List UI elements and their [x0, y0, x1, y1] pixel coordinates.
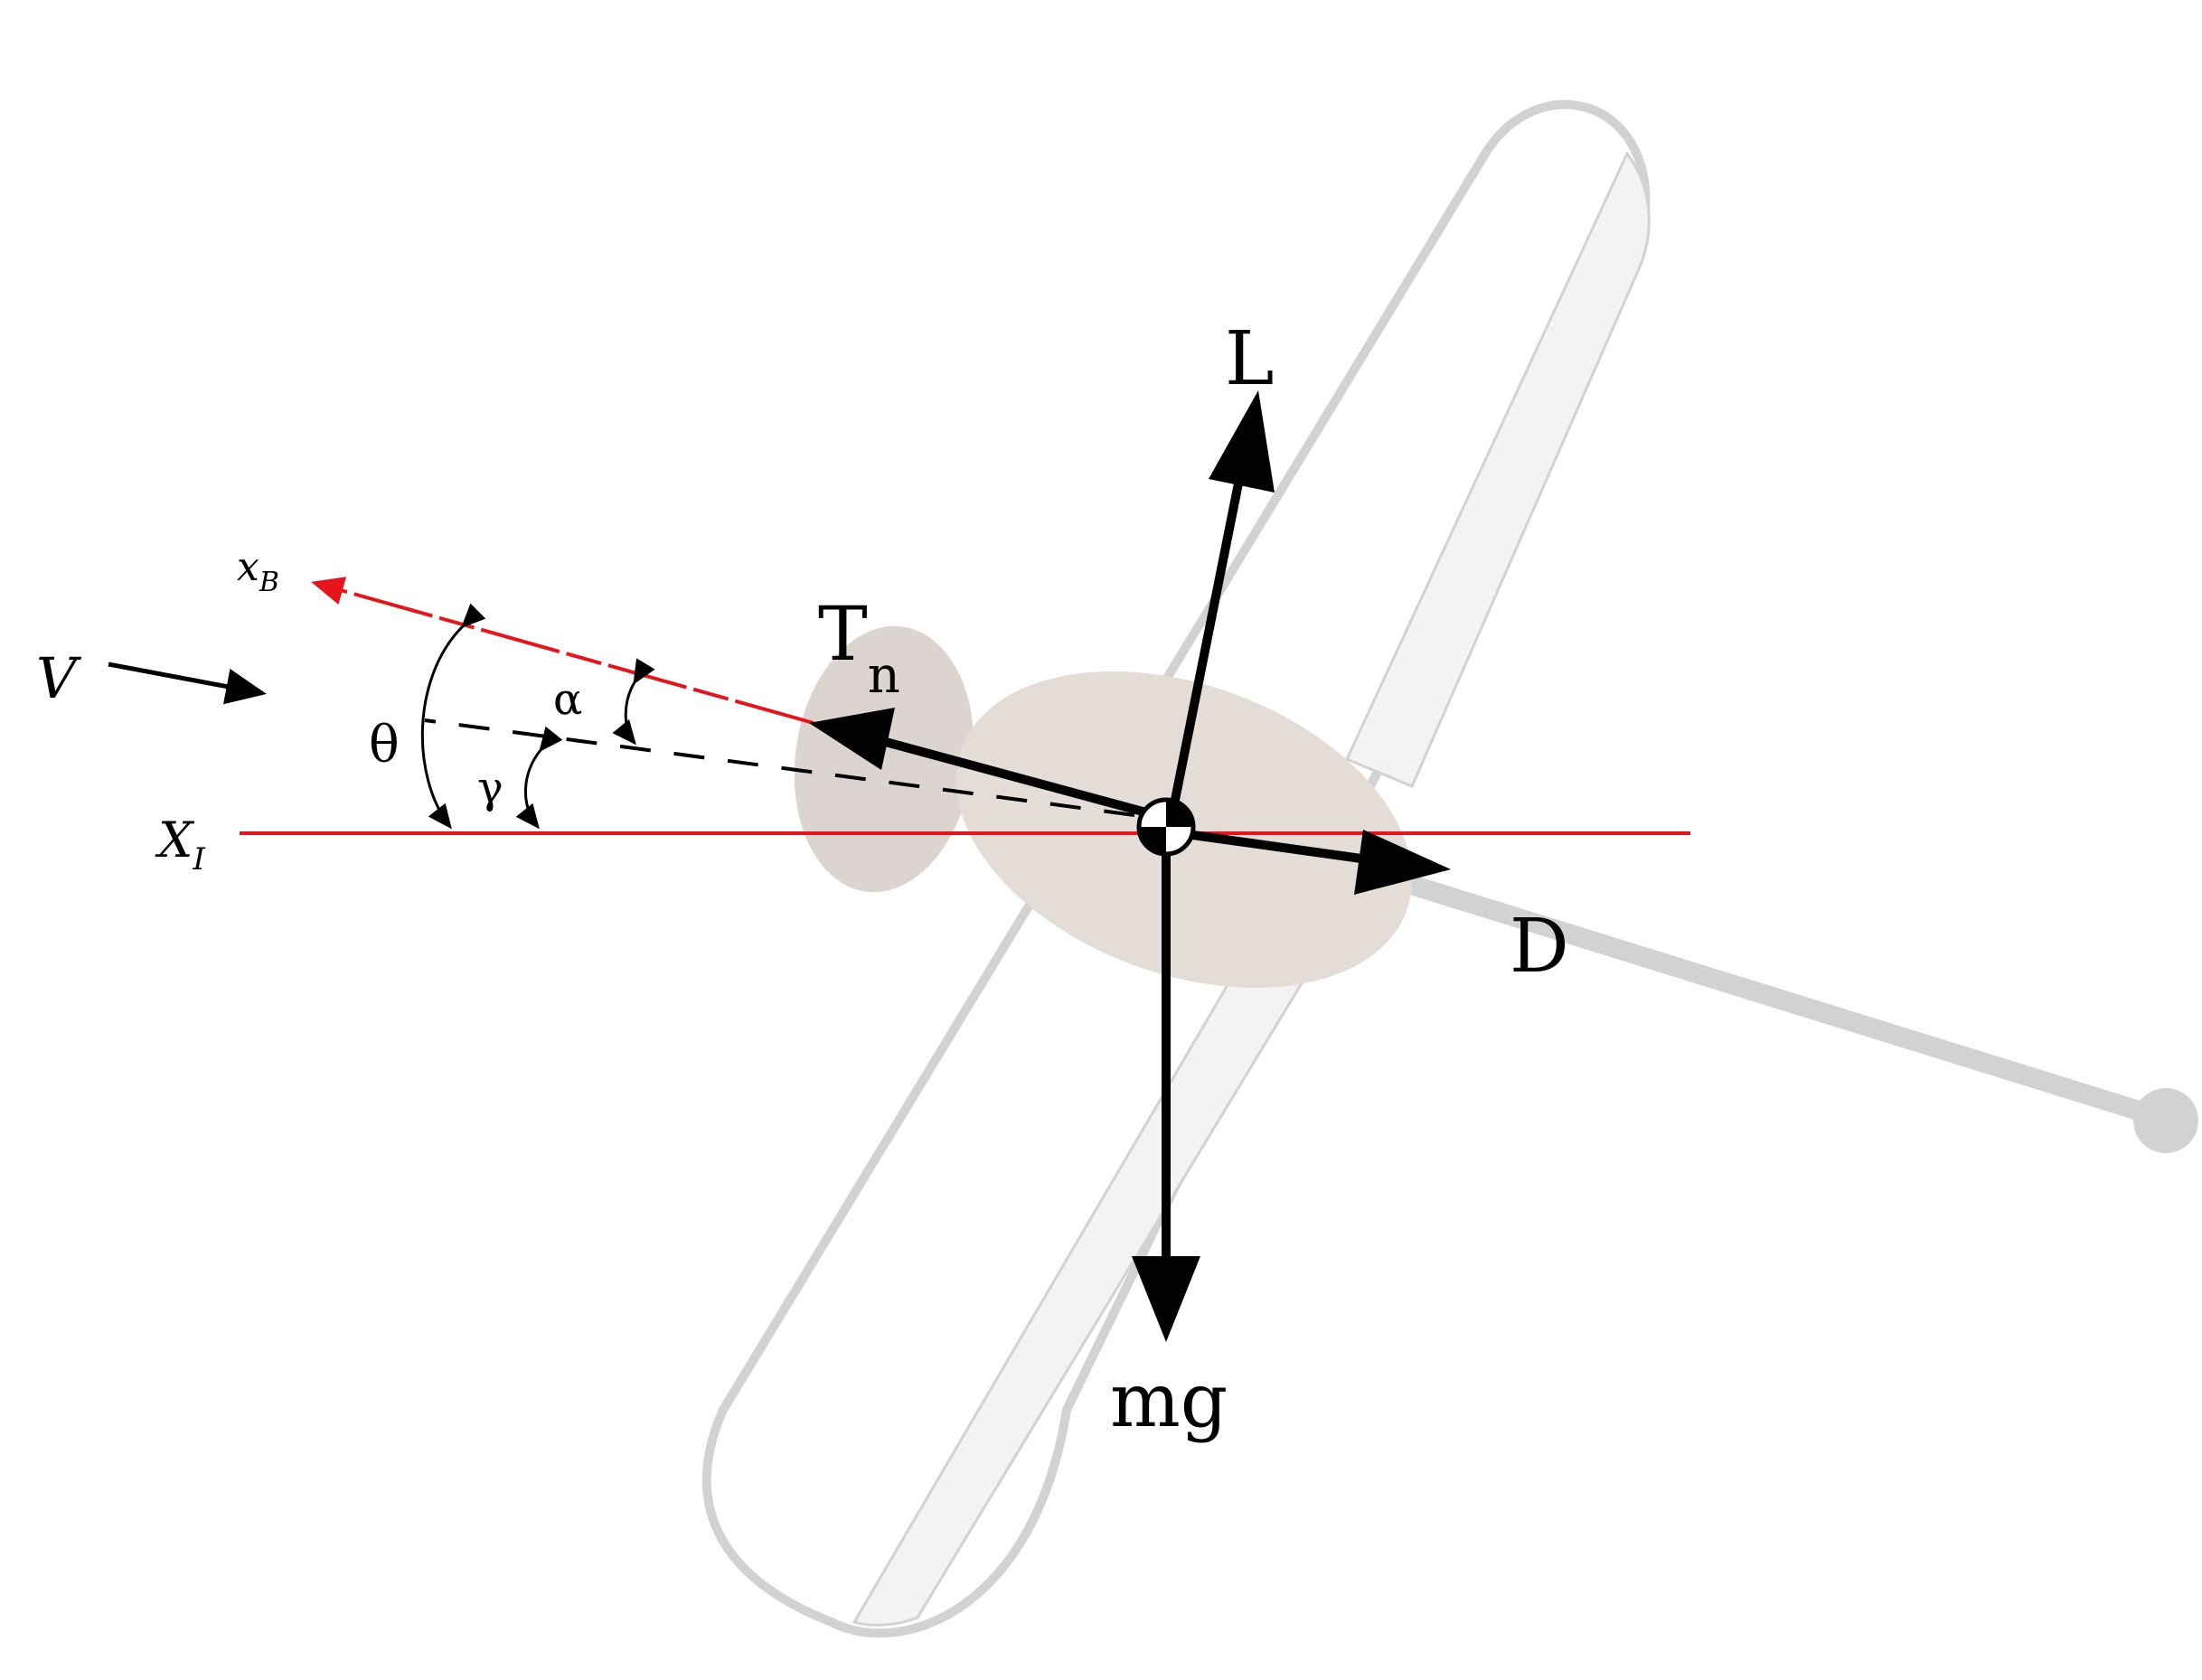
drag-arrowhead [1354, 830, 1451, 895]
inertial-axis-label: XI [155, 812, 205, 878]
velocity-label: V [36, 645, 82, 711]
tail-tip [2133, 1088, 2198, 1153]
center-of-gravity-icon [1136, 797, 1196, 857]
attack-angle-arc [612, 658, 655, 746]
velocity-direction-line [424, 718, 1135, 817]
tail-boom [1346, 858, 2175, 1129]
drag-arrow-shaft [1179, 829, 1375, 865]
flight-path-angle-label: γ [477, 763, 503, 813]
wing-flap-upper [1344, 151, 1651, 788]
thrust-label: Tn [818, 592, 900, 705]
airframe [701, 99, 2198, 1638]
weight-label: mg [1110, 1358, 1228, 1444]
lift-arrowhead [1209, 390, 1275, 493]
flight-path-angle-arc [515, 726, 563, 830]
thrust-arrowhead [809, 708, 895, 770]
body-axis-label: xB [237, 544, 279, 598]
wing-flap-lower [852, 972, 1304, 1627]
drag-label: D [1510, 904, 1569, 990]
thrust-arrow-shaft [870, 734, 1168, 822]
lift-arrow-shaft [1167, 469, 1246, 819]
attack-angle-label: α [553, 674, 582, 725]
weight-arrowhead [1132, 1256, 1200, 1342]
lift-label: L [1225, 316, 1274, 402]
body-axis-line [311, 577, 814, 725]
pitch-angle-arc [420, 603, 486, 830]
nose [794, 625, 974, 893]
velocity-arrow [108, 662, 267, 705]
pitch-angle-label: θ [369, 716, 400, 774]
